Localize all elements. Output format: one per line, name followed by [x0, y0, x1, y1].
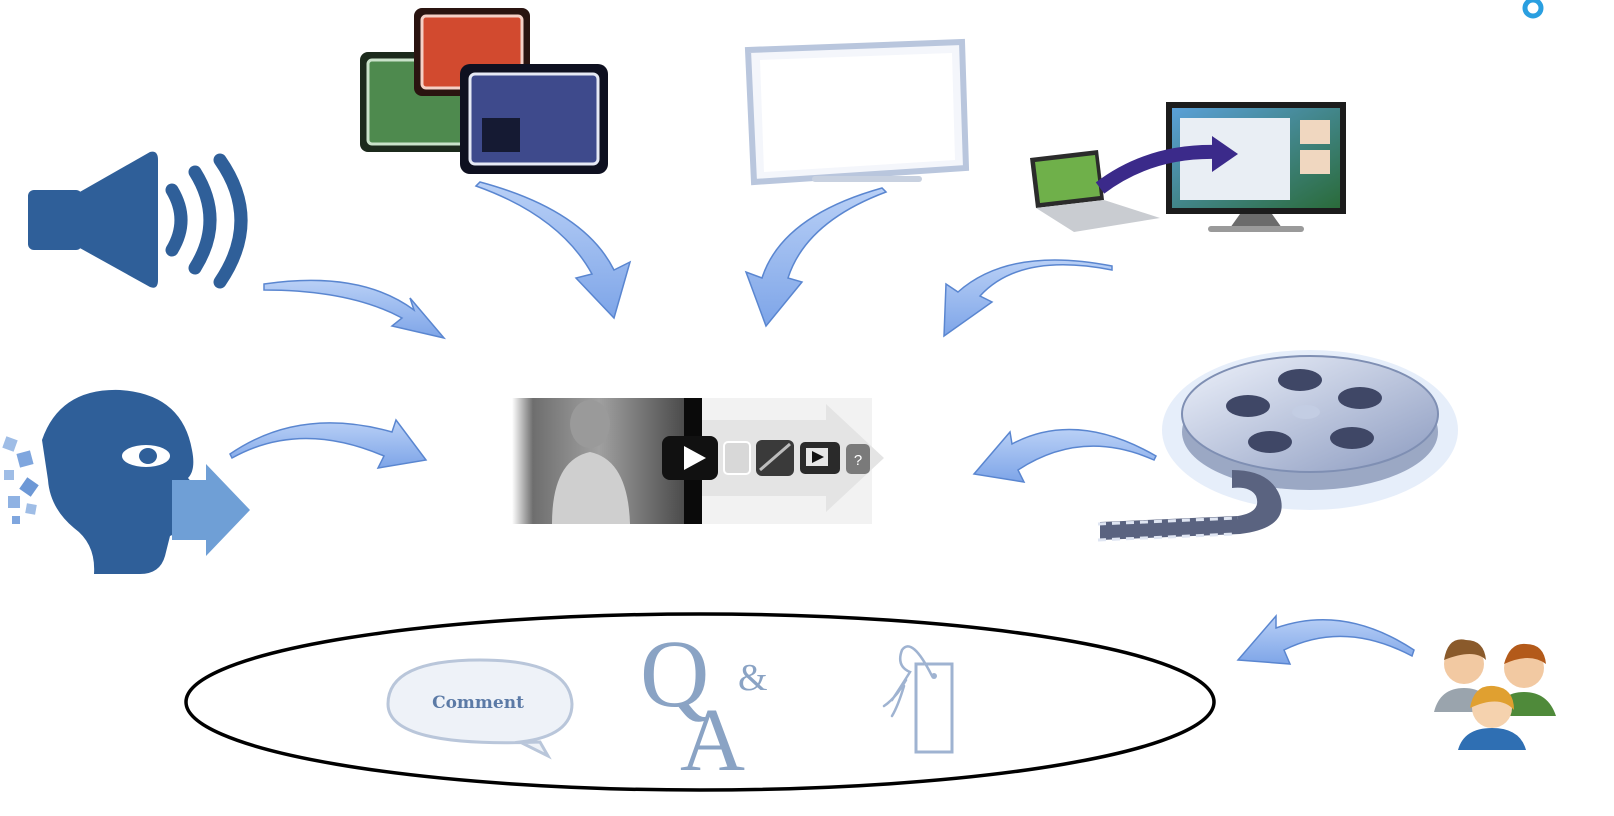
corner-mark-icon — [1522, 0, 1544, 19]
arrow-from-window-layers — [474, 181, 632, 320]
slide-thumbnail-icon[interactable] — [723, 441, 751, 475]
arrow-from-whiteboard — [744, 187, 888, 328]
video-thumbnail-icon[interactable] — [800, 442, 840, 474]
arrow-from-users — [1236, 613, 1415, 665]
arrow-from-screen-share — [943, 259, 1113, 338]
comment-bubble-icon[interactable]: Comment — [386, 658, 574, 760]
screen-share-icon — [1030, 102, 1346, 232]
presenter-body — [552, 452, 630, 524]
presenter-head — [570, 400, 610, 448]
help-label: ? — [854, 452, 862, 469]
bookmark-tag-icon[interactable] — [882, 645, 954, 754]
speaking-head-icon — [2, 389, 250, 574]
arrow-from-film-reel — [972, 428, 1157, 483]
whiteboard-icon — [744, 38, 970, 186]
arrow-from-speaker — [263, 279, 447, 340]
qa-q-letter: Q — [640, 620, 709, 727]
play-icon — [684, 446, 706, 470]
qa-a-letter: A — [680, 691, 745, 790]
center-video-player: ? — [512, 398, 884, 524]
film-reel-icon — [1097, 350, 1458, 542]
arrow-from-speaking-head — [229, 418, 428, 469]
play-button[interactable] — [662, 436, 718, 480]
window-layers-icon — [360, 8, 608, 174]
qa-amp-letter: & — [738, 657, 768, 699]
users-icon — [1434, 639, 1556, 750]
help-button[interactable]: ? — [846, 444, 870, 474]
qa-icon[interactable]: Q & A — [640, 620, 768, 790]
interaction-group-ellipse — [184, 612, 1216, 792]
speaker-icon — [28, 151, 248, 289]
comment-label: Comment — [432, 693, 524, 713]
